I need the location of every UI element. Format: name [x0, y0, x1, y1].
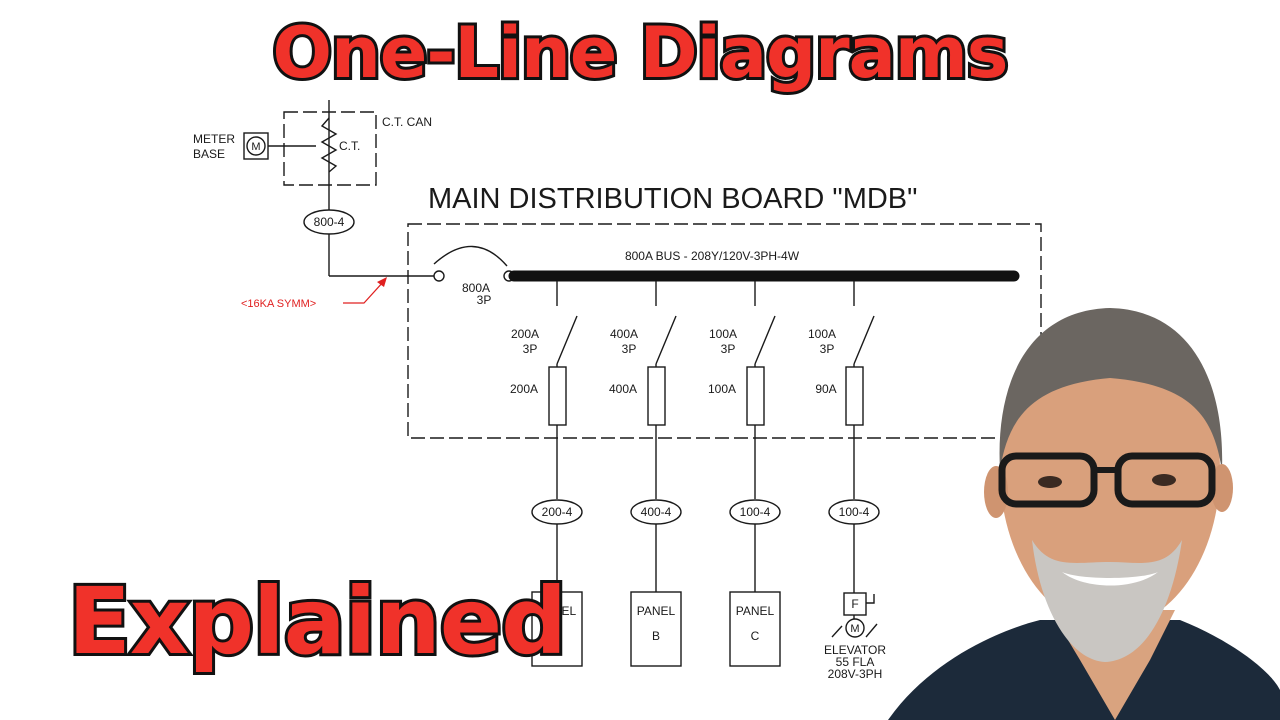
- panel-b-label-2: B: [652, 629, 660, 643]
- main-breaker-poles: 3P: [477, 293, 492, 307]
- branch-panel-a: [531, 281, 583, 667]
- ct-coil: [320, 117, 338, 173]
- panel-c-label-1: PANEL: [736, 604, 775, 618]
- branch-3-breaker-poles: 3P: [721, 342, 736, 356]
- branch-2-fuse-rating: 400A: [609, 382, 637, 396]
- branch-2-breaker-rating: 400A: [610, 327, 638, 341]
- meter-symbol-label: M: [251, 141, 260, 153]
- branch-panel-c: [729, 281, 781, 667]
- fault-current-arrowhead: [377, 277, 387, 287]
- panel-b-label-1: PANEL: [637, 604, 676, 618]
- panel-b-box: [630, 591, 682, 667]
- elevator-label-3: 208V-3PH: [828, 667, 883, 681]
- main-breaker-arc: [433, 245, 508, 267]
- branch-3-feeder-tag: 100-4: [740, 505, 771, 519]
- branch-1-fuse-rating: 200A: [510, 382, 538, 396]
- panel-a-box: [531, 591, 583, 667]
- ct-can-box: [283, 111, 377, 186]
- video-title: One-Line Diagrams: [270, 9, 1012, 97]
- fault-current-leader: [343, 280, 385, 304]
- video-subtitle: Explained: [65, 565, 570, 678]
- meter-base-box: [243, 132, 269, 160]
- branch-4-breaker-rating: 100A: [808, 327, 836, 341]
- meter-base-label-2: BASE: [193, 147, 225, 161]
- branch-1-breaker-rating: 200A: [511, 327, 539, 341]
- panel-c-label-2: C: [751, 629, 760, 643]
- branch-elevator: [828, 281, 880, 638]
- meter-base-label-1: METER: [193, 132, 235, 146]
- mdb-enclosure: [407, 223, 1042, 439]
- branch-4-feeder-tag: 100-4: [839, 505, 870, 519]
- panel-a-label-1: PANEL: [538, 604, 577, 618]
- bus-label: 800A BUS - 208Y/120V-3PH-4W: [625, 249, 800, 263]
- branch-1-feeder-tag: 200-4: [542, 505, 573, 519]
- service-feeder-tag: [303, 209, 355, 235]
- service-feeder-label: 800-4: [314, 215, 345, 229]
- main-breaker-rating: 800A: [462, 281, 490, 295]
- elevator-disconnect-label: F: [851, 597, 858, 611]
- branch-3-fuse-rating: 100A: [708, 382, 736, 396]
- elevator-motor-circle: [845, 618, 865, 638]
- mdb-title: MAIN DISTRIBUTION BOARD "MDB": [428, 183, 917, 215]
- branch-4-fuse-rating: 90A: [815, 382, 836, 396]
- meter-symbol-circle: [246, 136, 266, 156]
- elevator-label-1: ELEVATOR: [824, 643, 886, 657]
- branch-2-feeder-tag: 400-4: [641, 505, 672, 519]
- branch-3-breaker-rating: 100A: [709, 327, 737, 341]
- main-breaker-contact-left: [433, 270, 445, 282]
- elevator-motor-label: M: [850, 623, 859, 635]
- branch-2-breaker-poles: 3P: [622, 342, 637, 356]
- elevator-disconnect-box: [843, 592, 867, 616]
- panel-c-box: [729, 591, 781, 667]
- fault-current-label: <16KA SYMM>: [241, 298, 316, 310]
- branch-1-breaker-poles: 3P: [523, 342, 538, 356]
- branch-4-breaker-poles: 3P: [820, 342, 835, 356]
- panel-a-label-2: A: [553, 629, 561, 643]
- ct-label: C.T.: [339, 139, 360, 153]
- elevator-label-2: 55 FLA: [836, 655, 875, 669]
- branch-panel-b: [630, 281, 682, 667]
- presenter-portrait: [888, 308, 1280, 720]
- ct-can-label: C.T. CAN: [382, 115, 432, 129]
